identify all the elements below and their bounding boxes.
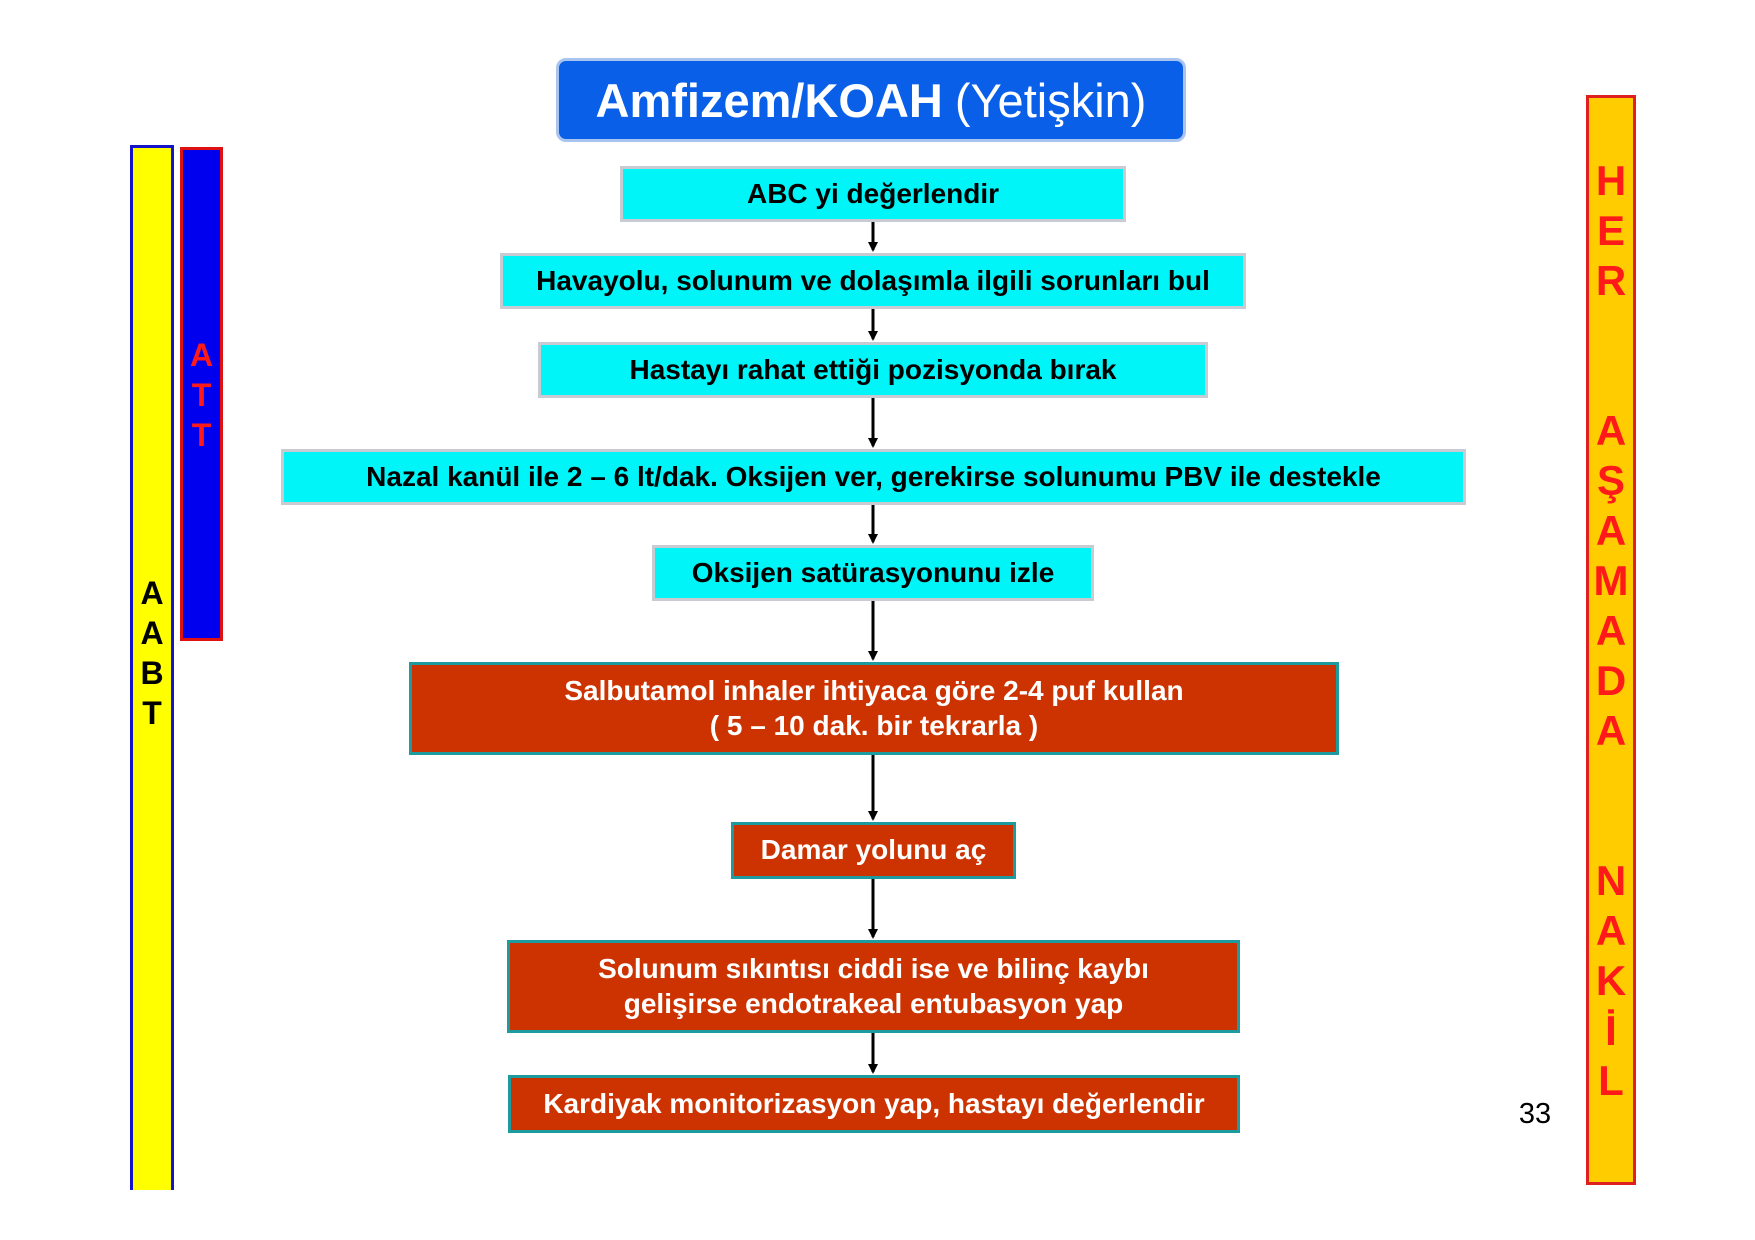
her-letter: A <box>1595 607 1627 654</box>
her-letter: A <box>1595 507 1627 554</box>
title-main: Amfizem/KOAH <box>595 73 943 127</box>
step-text: Nazal kanül ile 2 – 6 lt/dak. Oksijen ve… <box>366 460 1381 492</box>
abt-letter: A <box>140 615 164 651</box>
her-letter: A <box>1595 907 1627 954</box>
her-letter: N <box>1595 857 1627 904</box>
step-text: Oksijen satürasyonunu izle <box>691 556 1055 588</box>
step-iv-access: Damar yolunu aç <box>731 822 1016 879</box>
abt-letter: T <box>142 695 162 731</box>
her-letter: D <box>1595 657 1627 704</box>
her-letter: L <box>1598 1057 1624 1104</box>
step-position-patient: Hastayı rahat ettiği pozisyonda bırak <box>538 342 1208 398</box>
abt-letter: A <box>140 575 164 611</box>
att-letter: T <box>191 377 212 413</box>
step-intubation: Solunum sıkıntısı ciddi ise ve bilinç ka… <box>507 940 1240 1033</box>
step-text-line1: Salbutamol inhaler ihtiyaca göre 2-4 puf… <box>564 675 1184 707</box>
her-letter: R <box>1595 257 1627 304</box>
her-asamada-nakil-bar: H E R A Ş A M A D A N A K İ L <box>1586 95 1636 1185</box>
page-number: 33 <box>1518 1098 1552 1130</box>
att-letter: T <box>191 417 212 453</box>
att-bar: A T T <box>180 147 223 641</box>
att-letter: A <box>189 337 214 373</box>
her-letter: A <box>1595 707 1627 754</box>
title-sub: (Yetişkin) <box>954 73 1147 127</box>
step-oxygen: Nazal kanül ile 2 – 6 lt/dak. Oksijen ve… <box>281 449 1466 505</box>
step-assess-abc: ABC yi değerlendir <box>620 166 1126 222</box>
step-text: Damar yolunu aç <box>760 834 987 866</box>
step-text-line2: gelişirse endotrakeal entubasyon yap <box>623 987 1124 1019</box>
step-text: Havayolu, solunum ve dolaşımla ilgili so… <box>536 264 1210 296</box>
step-text-line2: ( 5 – 10 dak. bir tekrarla ) <box>709 709 1039 741</box>
step-monitor-saturation: Oksijen satürasyonunu izle <box>652 545 1094 601</box>
her-letter: K <box>1595 957 1627 1004</box>
step-text: ABC yi değerlendir <box>746 177 1000 209</box>
abt-letter: B <box>140 655 164 691</box>
step-text: Hastayı rahat ettiği pozisyonda bırak <box>629 353 1117 385</box>
step-cardiac-monitoring: Kardiyak monitorizasyon yap, hastayı değ… <box>508 1075 1240 1133</box>
her-letter: M <box>1593 557 1629 604</box>
step-salbutamol: Salbutamol inhaler ihtiyaca göre 2-4 puf… <box>409 662 1339 755</box>
her-letter: H <box>1595 157 1627 204</box>
her-letter: E <box>1596 207 1625 254</box>
her-letter: Ş <box>1596 457 1625 504</box>
abt-bar: A A B T <box>130 145 174 1190</box>
step-find-problems: Havayolu, solunum ve dolaşımla ilgili so… <box>500 253 1246 309</box>
her-letter: İ <box>1605 1007 1617 1054</box>
step-text-line1: Solunum sıkıntısı ciddi ise ve bilinç ka… <box>598 953 1149 985</box>
page-title: Amfizem/KOAH (Yetişkin) <box>556 58 1186 142</box>
her-letter: A <box>1595 407 1627 454</box>
step-text: Kardiyak monitorizasyon yap, hastayı değ… <box>543 1087 1205 1119</box>
